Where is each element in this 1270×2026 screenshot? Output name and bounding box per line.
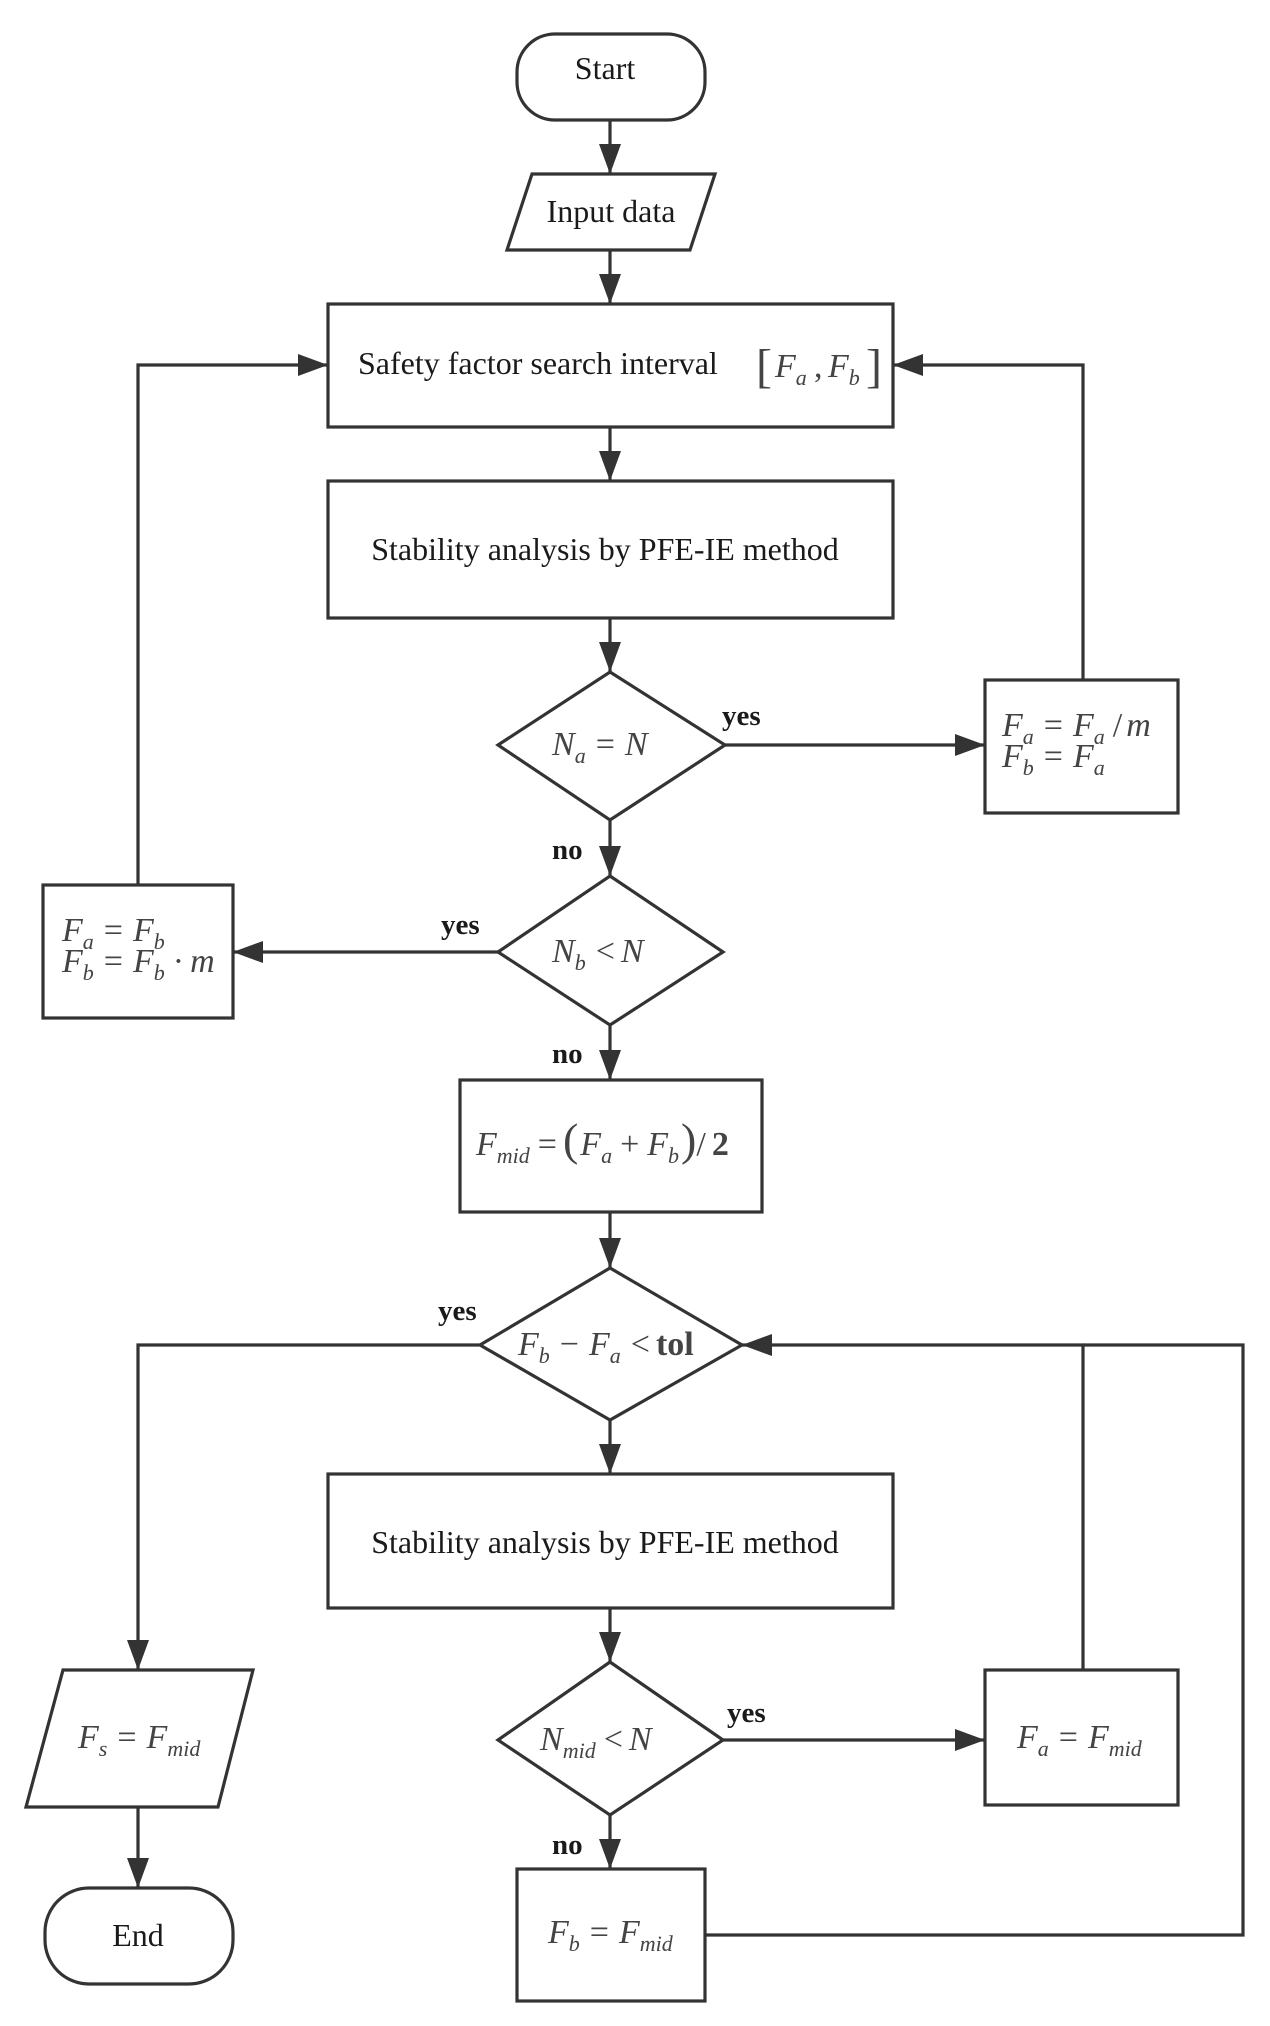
search-interval-label: Safety factor search interval [358,345,718,381]
decision4-formula: Nmid<N [539,1721,654,1763]
update-box-shrink [983,678,1180,815]
connectors [127,120,1245,1937]
decision-tolerance [476,1266,746,1422]
update4-formula: Fb=Fmid [547,1914,674,1956]
equals-sign: = [596,726,615,763]
output-formula: Fs=Fmid [77,1719,201,1761]
update3-formula: Fa=Fmid [1016,1719,1143,1761]
start-label: Start [575,50,636,86]
update1-line1: Fa=Fa/m [1001,707,1151,749]
no-label-4: no [552,1829,583,1861]
arrow-decision3-yes [127,1343,480,1670]
midpoint-formula: Fmid=(Fa+Fb)/2 [475,1114,729,1168]
update-box-fa [983,1668,1180,1807]
yes-label-2: yes [441,909,480,941]
start-terminal [515,32,707,122]
analysis-label-1: Stability analysis by PFE-IE method [371,531,839,567]
search-interval-box [326,302,895,429]
n-symbol: N [551,726,577,763]
end-terminal [43,1886,235,1986]
no-label-2: no [552,1038,583,1070]
midpoint-box [458,1078,764,1214]
update-box-expand [41,883,235,1020]
decision-nb-lt-n [495,874,726,1027]
analysis-box-1 [326,479,895,620]
decision3-formula: Fb−Fa<tol [517,1326,694,1368]
decision-nmid-lt-n [495,1660,726,1817]
update2-line1: Fa=Fb [61,912,165,954]
fb-symbol: F [827,348,850,385]
fa-subscript: a [796,365,807,390]
yes-label-1: yes [722,700,761,732]
analysis-label-2: Stability analysis by PFE-IE method [371,1524,839,1560]
arrow-update4-loop [705,1343,1245,1937]
arrow-update2-loop [136,354,328,885]
right-bracket: ] [866,340,882,393]
interval-formula: [ Fa , Fb ] [756,340,882,393]
decision1-formula: Na=N [551,726,650,768]
decision-na-eq-n [495,670,728,822]
n-symbol: N [624,726,650,763]
shapes [23,32,1180,2003]
input-data-box [504,172,718,252]
fb-subscript: b [849,365,860,390]
decision2-formula: Nb<N [551,933,646,975]
fa-symbol: F [774,348,797,385]
interval-comma: , [814,348,823,385]
left-bracket: [ [756,340,772,393]
end-label: End [112,1917,164,1953]
svg-text:Fb: Fb [827,348,860,390]
update2-line2: Fb=Fb·m [61,943,215,985]
analysis-box-2 [326,1472,895,1610]
arrow-update1-loop [893,354,1085,680]
svg-text:Fa: Fa [774,348,807,390]
no-label-1: no [552,834,583,866]
update-box-fb [515,1867,707,2003]
n-subscript-a: a [575,743,586,768]
yes-label-4: yes [727,1697,766,1729]
output-fs-box [23,1668,256,1809]
update1-line2: Fb=Fa [1001,738,1105,780]
input-data-label: Input data [547,193,676,229]
yes-label-3: yes [438,1295,477,1327]
